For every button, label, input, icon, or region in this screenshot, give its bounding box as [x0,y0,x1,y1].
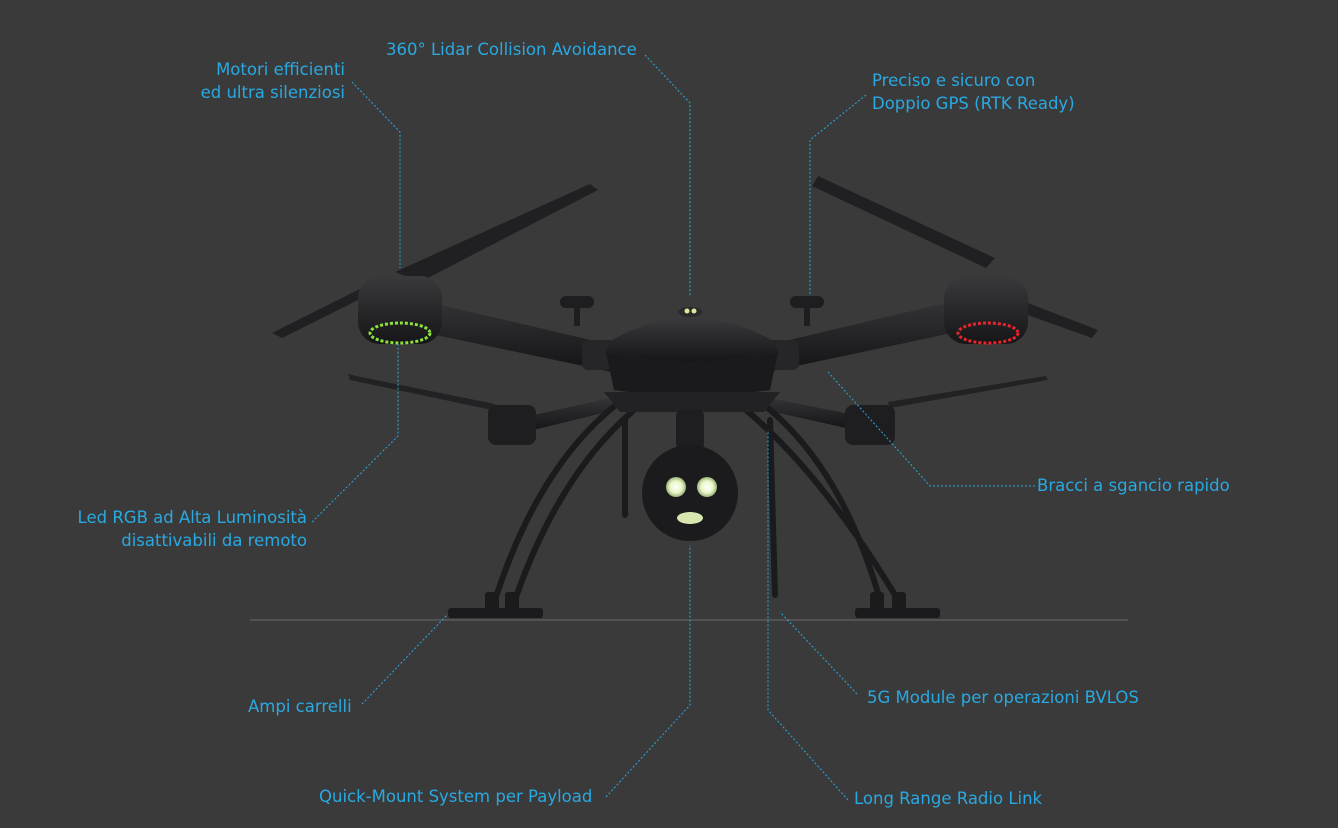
callout-leds-line2: disattivabili da remoto [121,531,307,550]
callout-quick-mount-text: Quick-Mount System per Payload [319,787,593,806]
callout-5g-module: 5G Module per operazioni BVLOS [867,686,1139,709]
callout-motors-line1: Motori efficienti [216,60,345,79]
rear-propellers [348,374,1048,410]
front-arms [412,300,966,372]
callout-motors: Motori efficienti ed ultra silenziosi [180,58,345,104]
callout-arms: Bracci a sgancio rapido [1037,474,1230,497]
callout-gps: Preciso e sicuro con Doppio GPS (RTK Rea… [872,69,1075,115]
front-propellers [272,176,1098,338]
callout-landing-gear-text: Ampi carrelli [248,697,352,716]
callout-gps-line1: Preciso e sicuro con [872,71,1036,90]
landing-feet [448,592,940,618]
main-body [604,307,780,412]
callout-landing-gear: Ampi carrelli [248,695,352,718]
callout-leds-line1: Led RGB ad Alta Luminosità [77,508,307,527]
gps-antennas [560,296,824,326]
callout-gps-line2: Doppio GPS (RTK Ready) [872,94,1075,113]
callout-motors-line2: ed ultra silenziosi [200,83,345,102]
callout-leaders [311,54,1035,801]
camera-gimbal [642,410,738,541]
callout-5g-module-text: 5G Module per operazioni BVLOS [867,688,1139,707]
callout-lidar-text: 360° Lidar Collision Avoidance [386,40,637,59]
callout-radio-link-text: Long Range Radio Link [854,789,1043,808]
callout-leds: Led RGB ad Alta Luminosità disattivabili… [40,506,307,552]
callout-quick-mount: Quick-Mount System per Payload [319,785,592,808]
rear-arms [488,398,895,445]
right-motor [944,276,1028,345]
callout-arms-text: Bracci a sgancio rapido [1037,476,1230,495]
landing-gear [492,395,901,603]
callout-radio-link: Long Range Radio Link [854,787,1042,810]
left-motor [358,276,442,345]
callout-lidar: 360° Lidar Collision Avoidance [386,38,637,61]
